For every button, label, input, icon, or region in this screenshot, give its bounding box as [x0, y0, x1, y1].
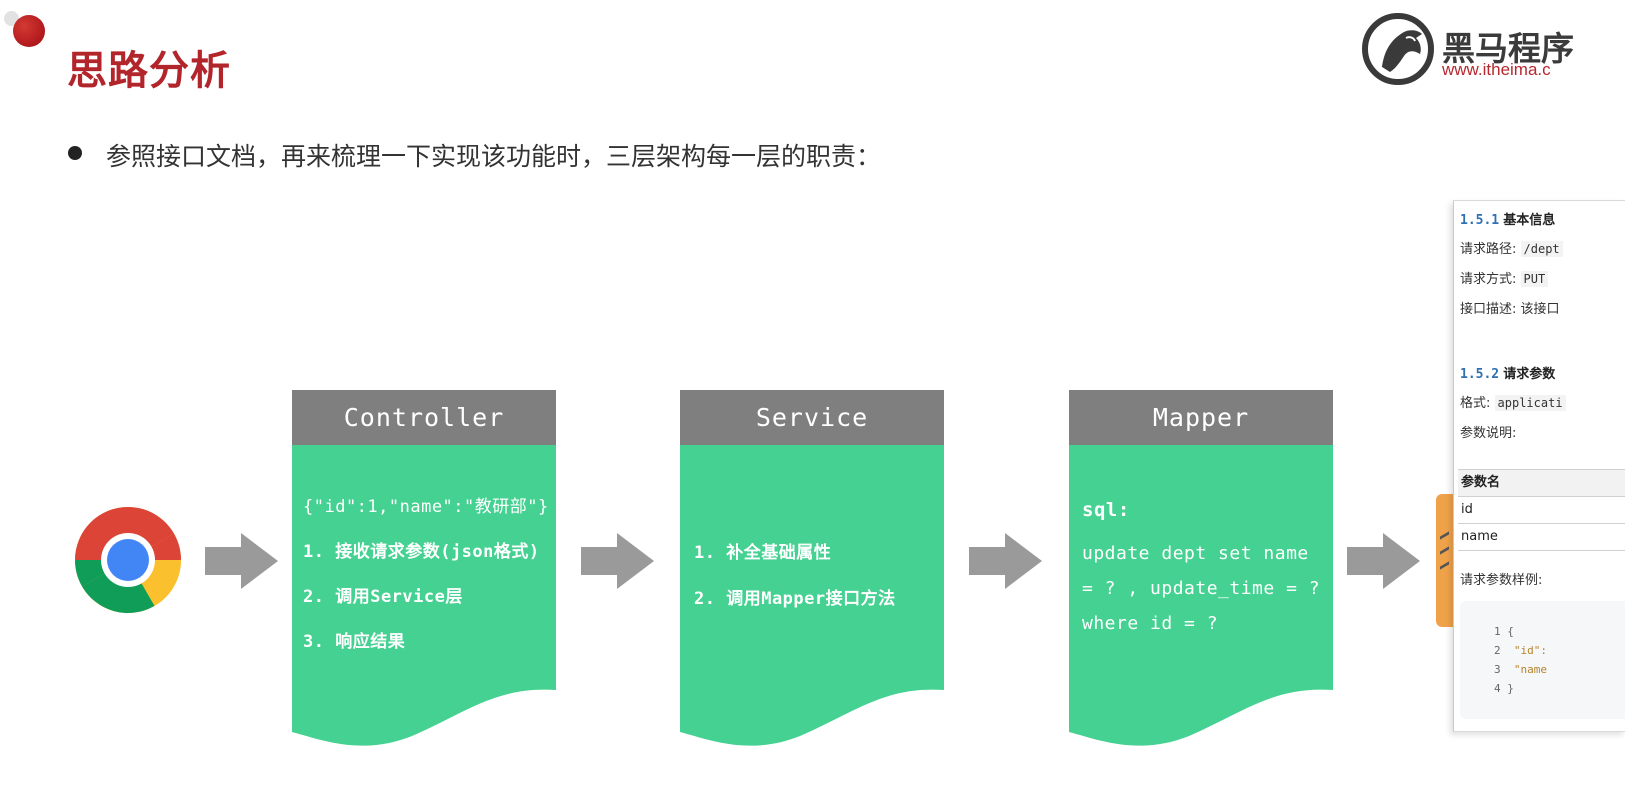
code-line: 4 }: [1494, 682, 1514, 695]
doc-section-heading: 1.5.2 请求参数: [1460, 367, 1556, 382]
mapper-title: Mapper: [1152, 403, 1250, 432]
table-row: id: [1458, 497, 1625, 524]
controller-line: 2. 调用Service层: [303, 587, 463, 607]
chrome-icon: [75, 507, 181, 614]
database-icon: [1436, 494, 1453, 627]
arrow-right-icon: [581, 533, 654, 589]
controller-line: 3. 响应结果: [303, 632, 406, 652]
mapper-line: sql:: [1082, 499, 1130, 521]
code-line: 3 "name: [1494, 663, 1547, 676]
service-line: 1. 补全基础属性: [694, 543, 832, 563]
api-doc-panel: 1.5.1 基本信息 请求路径: /dept 请求方式: PUT 接口描述: 该…: [1453, 200, 1625, 732]
code-line: 2 "id":: [1494, 644, 1547, 657]
mapper-box-shape: [1069, 390, 1333, 746]
arrow-right-icon: [205, 533, 278, 589]
doc-path-row: 请求路径: /dept: [1460, 238, 1563, 257]
doc-method-row: 请求方式: PUT: [1460, 268, 1549, 287]
service-line: 2. 调用Mapper接口方法: [694, 589, 896, 609]
table-row: name: [1458, 524, 1625, 551]
subtitle-text: 参照接口文档，再来梳理一下实现该功能时，三层架构每一层的职责：: [106, 142, 882, 171]
doc-format-row: 格式: applicati: [1460, 392, 1566, 411]
service-title: Service: [755, 403, 869, 432]
doc-params-label: 参数说明:: [1460, 426, 1517, 441]
brand-logo: 黑马程序 www.itheima.c: [1360, 12, 1625, 86]
controller-line: 1. 接收请求参数(json格式): [303, 542, 540, 562]
controller-box-shape: [292, 390, 556, 746]
logo-url: www.itheima.c: [1442, 60, 1551, 79]
service-box-shape: [680, 390, 944, 746]
code-line: 1 {: [1494, 625, 1514, 638]
controller-box: Controller {"id":1,"name":"教研部"} 1. 接收请求…: [292, 390, 556, 750]
mapper-box: Mapper sql: update dept set name = ? , u…: [1069, 390, 1333, 750]
arrow-right-icon: [969, 533, 1042, 589]
controller-title: Controller: [343, 403, 505, 432]
horse-logo-icon: [1362, 13, 1434, 85]
doc-section-heading: 1.5.1 基本信息: [1460, 213, 1556, 228]
arrow-right-icon: [1347, 533, 1420, 589]
params-table: 参数名 id name: [1458, 469, 1625, 551]
page-title: 思路分析: [67, 48, 231, 94]
code-sample: 1 { 2 "id": 3 "name 4 }: [1460, 601, 1625, 719]
doc-example-label: 请求参数样例:: [1460, 573, 1543, 588]
mapper-line: = ? , update_time = ?: [1082, 578, 1321, 599]
doc-desc-row: 接口描述: 该接口: [1460, 302, 1560, 317]
logo-text: 黑马程序: [1442, 29, 1574, 68]
service-box: Service 1. 补全基础属性 2. 调用Mapper接口方法: [680, 390, 944, 750]
mapper-line: update dept set name: [1082, 543, 1309, 564]
table-header: 参数名: [1458, 470, 1625, 497]
decor-dot-red: [13, 15, 45, 47]
controller-line: {"id":1,"name":"教研部"}: [303, 497, 549, 517]
mapper-line: where id = ?: [1082, 613, 1219, 634]
bullet-point: [68, 146, 82, 160]
